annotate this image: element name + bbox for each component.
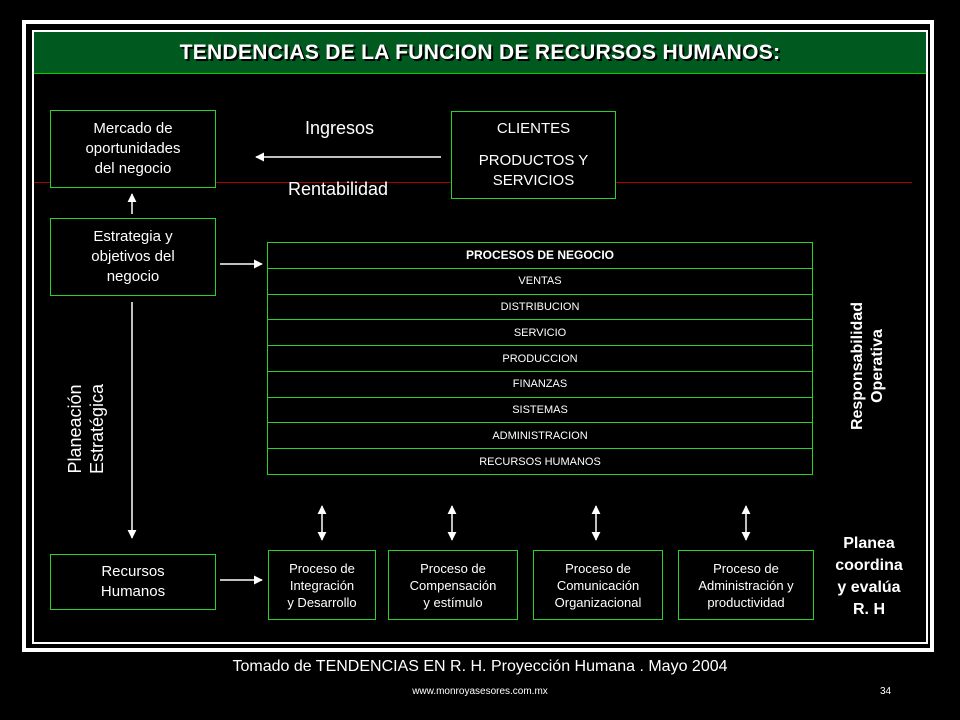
proceso-line: Proceso de [289, 560, 355, 576]
table-row: SERVICIO [268, 319, 812, 345]
recursos-line-2: Humanos [100, 583, 166, 600]
table-row: SISTEMAS [268, 396, 812, 423]
recursos-humanos-box: Recursos Humanos [50, 554, 216, 610]
procesos-negocio-header: PROCESOS DE NEGOCIO [465, 248, 615, 263]
estrategia-line-3: negocio [106, 268, 160, 285]
slide-inner-frame [32, 30, 928, 644]
proceso-line: Integración [289, 577, 355, 593]
recursos-line-1: Recursos [101, 563, 165, 580]
title-bar: TENDENCIAS DE LA FUNCION DE RECURSOS HUM… [34, 32, 926, 74]
rentabilidad-label: Rentabilidad [288, 179, 389, 199]
slide-title: TENDENCIAS DE LA FUNCION DE RECURSOS HUM… [179, 40, 781, 64]
estrategia-line-2: objetivos del [91, 248, 175, 265]
proceso-compensacion-box: Proceso de Compensación y estímulo [388, 550, 518, 620]
clientes-box: CLIENTES PRODUCTOS Y SERVICIOS [451, 111, 616, 199]
proceso-line: y estímulo [423, 594, 483, 610]
page-number: 34 [880, 686, 892, 697]
proceso-line: Organizacional [554, 594, 642, 610]
table-row: FINANZAS [268, 370, 812, 397]
planea-line-1: Planea [843, 535, 895, 552]
table-row: RECURSOS HUMANOS [268, 448, 812, 474]
proceso-line: Proceso de [565, 560, 631, 576]
estrategia-line-1: Estrategia y [93, 228, 173, 245]
planea-line-4: R. H [853, 601, 885, 618]
table-row: PRODUCCION [268, 345, 812, 371]
footer-source: Tomado de TENDENCIAS EN R. H. Proyección… [232, 658, 728, 675]
table-row: ADMINISTRACION [268, 422, 812, 448]
clientes-line-3: SERVICIOS [492, 172, 575, 189]
proceso-line: y Desarrollo [287, 594, 357, 610]
proceso-administracion-box: Proceso de Administración y productivida… [678, 550, 814, 620]
ingresos-label: Ingresos [305, 118, 375, 138]
proceso-line: Proceso de [713, 560, 779, 576]
proceso-line: Comunicación [556, 577, 640, 593]
clientes-line-1: CLIENTES [496, 120, 571, 137]
planea-coordina-label: Planea coordina y evalúa R. H [826, 533, 912, 621]
planea-line-3: y evalúa [837, 579, 901, 596]
proceso-line: Compensación [409, 577, 497, 593]
table-row: DISTRIBUCION [268, 293, 812, 320]
proceso-line: Proceso de [420, 560, 486, 576]
procesos-negocio-table: PROCESOS DE NEGOCIO VENTAS DISTRIBUCION … [267, 242, 813, 475]
planea-line-2: coordina [835, 557, 903, 574]
mercado-line-1: Mercado de [93, 120, 173, 137]
slide-outer-frame [22, 20, 934, 652]
table-row: VENTAS [268, 267, 812, 294]
estrategia-box: Estrategia y objetivos del negocio [50, 218, 216, 296]
mercado-line-3: del negocio [94, 160, 172, 177]
footer-url: www.monroyasesores.com.mx [412, 686, 548, 697]
proceso-line: Administración y [698, 577, 794, 593]
proceso-line: productividad [707, 594, 785, 610]
mercado-box: Mercado de oportunidades del negocio [50, 110, 216, 188]
mercado-line-2: oportunidades [85, 140, 181, 157]
proceso-integracion-box: Proceso de Integración y Desarrollo [268, 550, 376, 620]
proceso-comunicacion-box: Proceso de Comunicación Organizacional [533, 550, 663, 620]
clientes-line-2: PRODUCTOS Y [478, 152, 589, 169]
